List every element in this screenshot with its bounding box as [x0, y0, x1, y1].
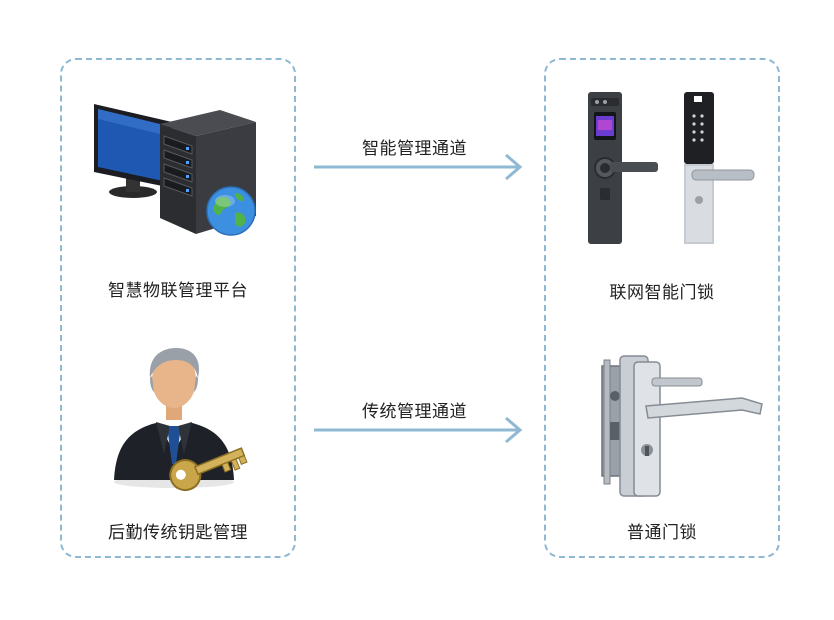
traditional-channel-label: 传统管理通道	[362, 402, 467, 422]
smart-lock-icon	[588, 92, 755, 244]
right-panel	[544, 58, 780, 558]
keys-label: 后勤传统钥匙管理	[108, 523, 248, 543]
computer-server-icon	[94, 104, 256, 234]
globe-icon	[206, 186, 256, 236]
smart-channel-label: 智能管理通道	[362, 139, 467, 159]
mechanical-lock-icon	[601, 355, 763, 497]
key-icon	[169, 447, 248, 492]
normal-lock-label: 普通门锁	[627, 523, 697, 543]
left-panel	[60, 58, 296, 558]
traditional-channel-arrow	[314, 416, 523, 444]
smart-channel-arrow	[314, 153, 523, 181]
platform-label: 智慧物联管理平台	[108, 281, 248, 301]
smart-lock-label: 联网智能门锁	[609, 283, 715, 303]
